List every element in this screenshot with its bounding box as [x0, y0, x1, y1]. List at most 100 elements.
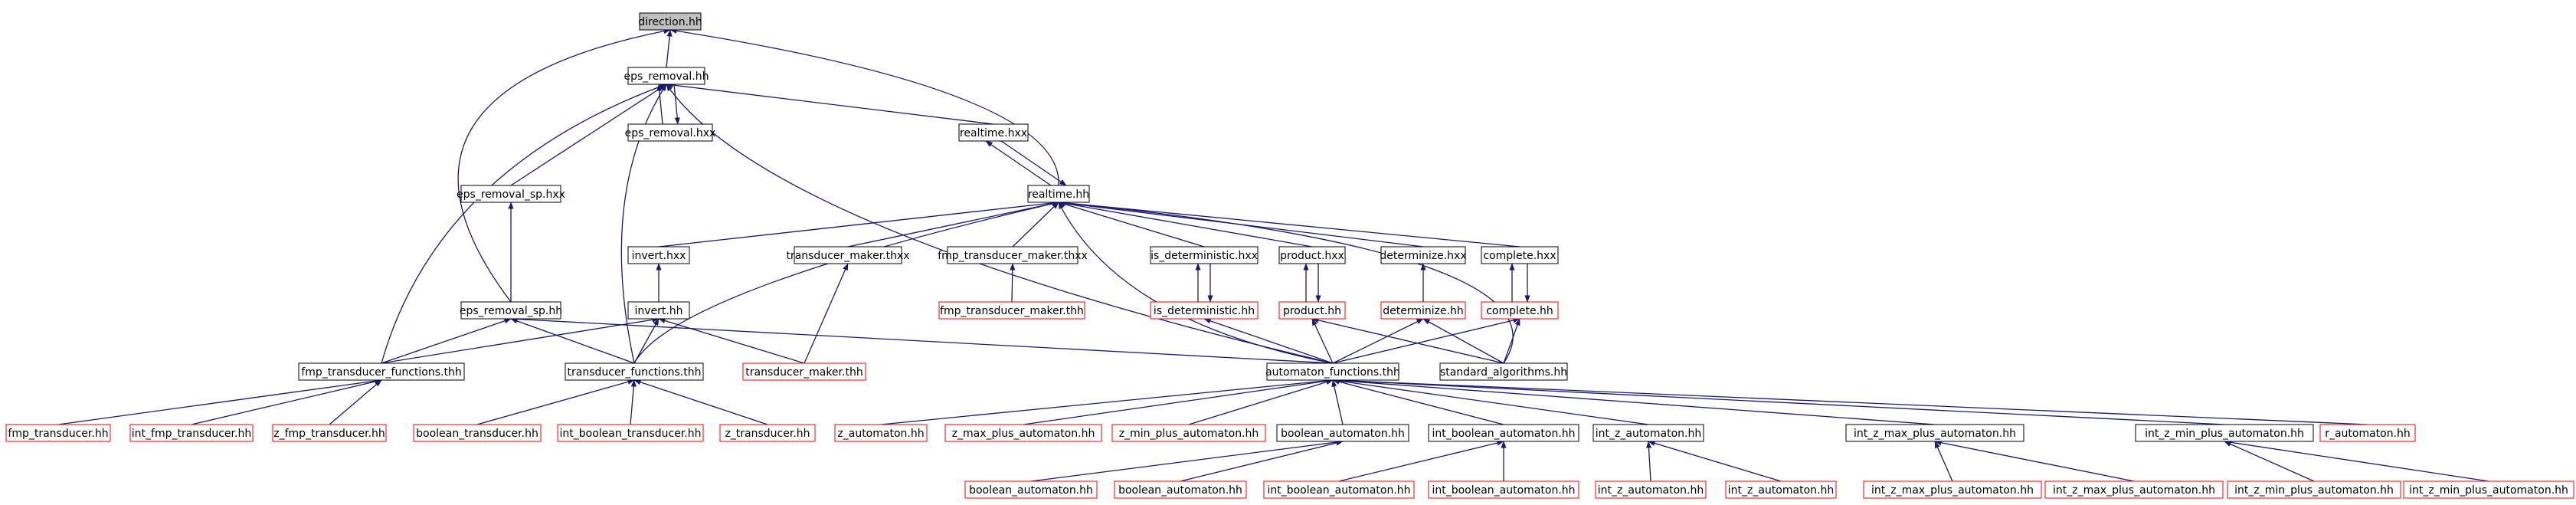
node-fmp-transducer-maker-thxx[interactable]: fmp_transducer_maker.thxx [938, 246, 1088, 264]
edge-automaton-functions-thh-to-complete-hh [1332, 317, 1520, 364]
node-box [1595, 480, 1707, 499]
node-complete-hh[interactable]: complete.hh [1481, 301, 1559, 320]
edge-is-deterministic-hxx-to-realtime-hh [1058, 202, 1205, 248]
edge-fmp-transducer-hh-to-fmp-transducer-functions-thh [57, 378, 382, 425]
node-label: z_fmp_transducer.hh [273, 428, 385, 440]
node-box [944, 424, 1102, 442]
node-int-boolean-transducer-hh[interactable]: int_boolean_transducer.hh [557, 424, 704, 442]
edge-realtime-hh-to-direction [669, 28, 1059, 186]
node-box [1278, 301, 1346, 320]
node-label: int_z_max_plus_automaton.hh [1854, 428, 2016, 440]
node-box [1863, 480, 2042, 499]
node-boolean-transducer-hh[interactable]: boolean_transducer.hh [413, 424, 542, 442]
node-r-automaton-hh[interactable]: r_automaton.hh [2319, 424, 2416, 442]
node-boolean-automaton-hh-l1[interactable]: boolean_automaton.hh [964, 480, 1098, 499]
node-box [1845, 424, 2024, 442]
node-label: int_boolean_automaton.hh [1432, 484, 1575, 497]
node-int-z-max-plus-automaton-hh-mid[interactable]: int_z_max_plus_automaton.hh [1845, 424, 2024, 442]
node-int-z-min-plus-automaton-hh-l1[interactable]: int_z_min_plus_automaton.hh [2227, 480, 2401, 499]
edge-transducer-functions-thh-to-eps-removal-sp-hh [510, 318, 635, 364]
node-z-max-plus-automaton-hh[interactable]: z_max_plus_automaton.hh [944, 424, 1102, 442]
node-box [1481, 246, 1559, 264]
edge-int-z-max-plus-automaton-hh-l1-to-int-z-max-plus-automaton-hh-mid [1934, 441, 1953, 482]
edge-int-fmp-transducer-hh-to-fmp-transducer-functions-thh [191, 379, 382, 425]
node-z-automaton-hh[interactable]: z_automaton.hh [834, 424, 928, 442]
node-box [460, 301, 561, 320]
node-determinize-hxx[interactable]: determinize.hxx [1380, 246, 1467, 264]
node-fmp-transducer-functions-thh[interactable]: fmp_transducer_functions.thh [298, 362, 465, 381]
node-label: int_fmp_transducer.hh [132, 428, 251, 440]
edge-eps-removal-sp-hh-to-direction [457, 28, 671, 303]
node-label: transducer_maker.thxx [786, 250, 909, 262]
node-eps-removal[interactable]: eps_removal.hh [624, 67, 709, 85]
node-boolean-automaton-hh-mid[interactable]: boolean_automaton.hh [1276, 424, 1409, 442]
node-eps-removal-sp-hxx[interactable]: eps_removal_sp.hxx [457, 185, 565, 203]
node-int-z-max-plus-automaton-hh-l2[interactable]: int_z_max_plus_automaton.hh [2044, 480, 2224, 499]
edge-z-min-plus-automaton-hh-to-automaton-functions-thh [1188, 379, 1334, 425]
node-label: z_max_plus_automaton.hh [952, 428, 1095, 440]
node-transducer-maker-thxx[interactable]: transducer_maker.thxx [786, 246, 910, 264]
node-label: fmp_transducer_maker.thxx [938, 250, 1088, 262]
node-complete-hxx[interactable]: complete.hxx [1481, 246, 1559, 264]
edge-boolean-automaton-hh-mid-to-automaton-functions-thh [1331, 379, 1344, 425]
node-box [2403, 480, 2574, 499]
node-eps-removal-sp-hh[interactable]: eps_removal_sp.hh [460, 301, 562, 320]
node-automaton-functions-thh[interactable]: automaton_functions.thh [1265, 362, 1400, 381]
node-int-boolean-automaton-hh-l1[interactable]: int_boolean_automaton.hh [1263, 480, 1415, 499]
node-label: realtime.hxx [960, 127, 1027, 139]
node-label: z_min_plus_automaton.hh [1119, 428, 1259, 440]
node-box [2227, 480, 2401, 499]
node-direction[interactable]: direction.hh [638, 12, 702, 31]
node-int-z-max-plus-automaton-hh-l1[interactable]: int_z_max_plus_automaton.hh [1863, 480, 2042, 499]
edge-boolean-automaton-hh-l2-to-boolean-automaton-hh-mid [1180, 440, 1344, 482]
node-box [1380, 301, 1466, 320]
node-int-z-automaton-hh-l1[interactable]: int_z_automaton.hh [1595, 480, 1707, 499]
edge-invert-hxx-to-realtime-hh [658, 200, 1059, 248]
node-determinize-hh[interactable]: determinize.hh [1380, 301, 1466, 320]
node-int-z-min-plus-automaton-hh-l2[interactable]: int_z_min_plus_automaton.hh [2403, 480, 2574, 499]
node-box [1150, 301, 1259, 320]
node-label: int_boolean_transducer.hh [560, 428, 702, 440]
node-z-transducer-hh[interactable]: z_transducer.hh [719, 424, 816, 442]
node-int-z-automaton-hh-l2[interactable]: int_z_automaton.hh [1725, 480, 1837, 499]
node-fmp-transducer-hh[interactable]: fmp_transducer.hh [5, 424, 111, 442]
edge-eps-removal-sp-hxx-to-eps-removal [510, 84, 667, 186]
node-label: boolean_automaton.hh [1118, 484, 1242, 497]
edge-standard-algorithms-hh-to-determinize-hh [1422, 318, 1504, 364]
node-z-fmp-transducer-hh[interactable]: z_fmp_transducer.hh [272, 424, 387, 442]
node-int-z-min-plus-automaton-hh-mid[interactable]: int_z_min_plus_automaton.hh [2135, 424, 2314, 442]
node-transducer-maker-thh[interactable]: transducer_maker.thh [742, 362, 866, 381]
node-eps-removal-hxx[interactable]: eps_removal.hxx [625, 123, 716, 142]
node-standard-algorithms-hh[interactable]: standard_algorithms.hh [1439, 362, 1568, 381]
node-box [958, 123, 1029, 142]
node-int-fmp-transducer-hh[interactable]: int_fmp_transducer.hh [129, 424, 254, 442]
node-label: complete.hh [1486, 305, 1553, 317]
node-transducer-functions-thh[interactable]: transducer_functions.thh [565, 362, 704, 381]
edge-int-z-max-plus-automaton-hh-l2-to-int-z-max-plus-automaton-hh-mid [1934, 440, 2135, 482]
node-product-hxx[interactable]: product.hxx [1278, 246, 1346, 264]
edge-automaton-functions-thh-to-product-hh [1311, 318, 1334, 364]
node-invert-hh[interactable]: invert.hh [627, 301, 690, 320]
node-label: is_deterministic.hxx [1151, 250, 1258, 262]
edge-automaton-functions-thh-to-is-deterministic-hh [1203, 318, 1334, 364]
node-boolean-automaton-hh-l2[interactable]: boolean_automaton.hh [1114, 480, 1247, 499]
node-int-boolean-automaton-hh-l2[interactable]: int_boolean_automaton.hh [1428, 480, 1579, 499]
node-product-hh[interactable]: product.hh [1278, 301, 1346, 320]
node-box [557, 424, 704, 442]
edge-automaton-functions-thh-to-determinize-hh [1332, 318, 1424, 364]
node-is-deterministic-hh[interactable]: is_deterministic.hh [1150, 301, 1259, 320]
node-label: standard_algorithms.hh [1440, 366, 1567, 379]
node-realtime-hh[interactable]: realtime.hh [1027, 185, 1090, 203]
node-fmp-transducer-maker-thh[interactable]: fmp_transducer_maker.thh [938, 301, 1085, 320]
node-int-z-automaton-hh-mid[interactable]: int_z_automaton.hh [1592, 424, 1704, 442]
edge-fmp-transducer-functions-thh-to-eps-removal-sp-hh [381, 318, 512, 364]
edge-layer [57, 28, 2489, 482]
node-label: eps_removal_sp.hxx [457, 189, 565, 201]
node-realtime-hxx[interactable]: realtime.hxx [958, 123, 1029, 142]
node-label: fmp_transducer_functions.thh [301, 366, 461, 379]
edge-z-max-plus-automaton-hh-to-automaton-functions-thh [1023, 378, 1334, 425]
node-is-deterministic-hxx[interactable]: is_deterministic.hxx [1150, 246, 1259, 264]
node-z-min-plus-automaton-hh[interactable]: z_min_plus_automaton.hh [1111, 424, 1266, 442]
node-int-boolean-automaton-hh-mid[interactable]: int_boolean_automaton.hh [1428, 424, 1579, 442]
node-invert-hxx[interactable]: invert.hxx [627, 246, 690, 264]
